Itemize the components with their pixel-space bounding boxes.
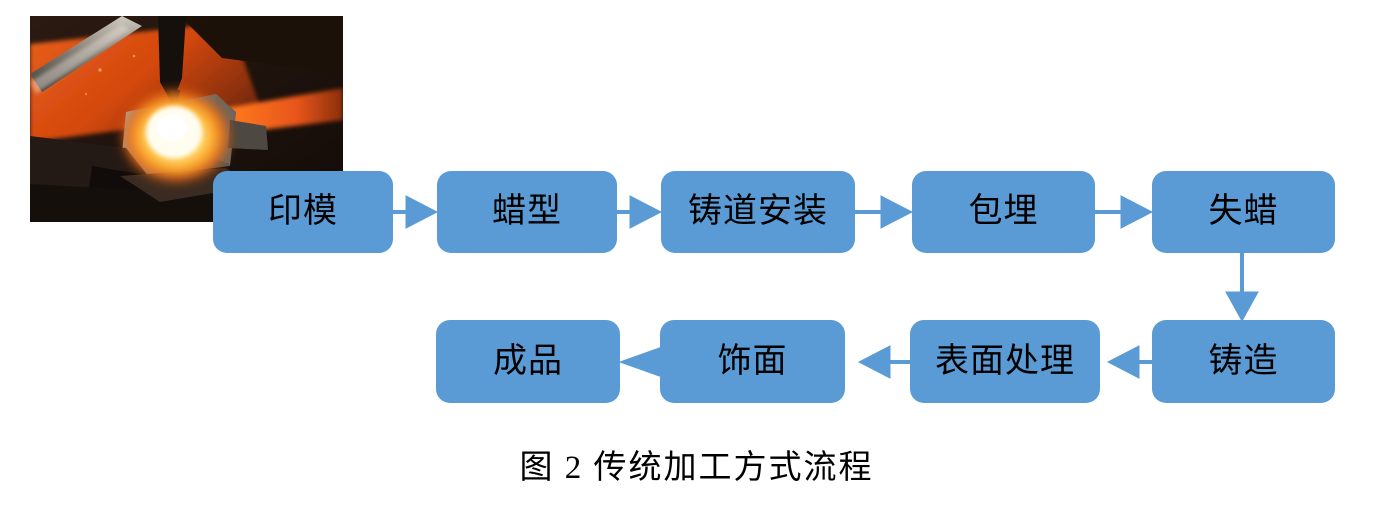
flow-node-zhudaoanzhuang[interactable]: 铸道安装 <box>661 171 855 253</box>
arrow-zhuzao-to-biaomianc <box>1106 345 1152 379</box>
arrow-baomai-to-shila <box>1095 195 1154 229</box>
flow-node-label: 包埋 <box>968 193 1039 230</box>
flow-node-label: 失蜡 <box>1208 193 1279 230</box>
flow-node-label: 印模 <box>268 193 338 230</box>
arrow-lawxing-to-zhudaoanz <box>617 195 663 229</box>
figure-caption: 图 2 传统加工方式流程 <box>519 450 874 486</box>
arrow-shila-to-zhuzao <box>1225 253 1259 323</box>
arrow-shimian-to-chengpin <box>618 345 666 379</box>
flow-node-chengpin[interactable]: 成品 <box>436 320 620 403</box>
flow-node-shila[interactable]: 失蜡 <box>1152 171 1335 253</box>
flow-node-label: 铸道安装 <box>688 193 828 230</box>
arrow-biaomianc-to-shimian <box>857 345 910 379</box>
flow-node-shimian[interactable]: 饰面 <box>660 320 845 403</box>
arrow-zhudaoanz-to-baomai <box>855 195 914 229</box>
flow-node-yinmo[interactable]: 印模 <box>213 171 393 253</box>
arrow-yinmo-to-lawxing <box>393 195 439 229</box>
flow-node-label: 饰面 <box>717 342 788 380</box>
flow-node-label: 铸造 <box>1208 342 1279 380</box>
flow-node-label: 蜡型 <box>492 193 562 230</box>
flow-node-label: 成品 <box>493 342 563 380</box>
flow-node-biaomianchuli[interactable]: 表面处理 <box>910 320 1100 403</box>
flow-node-laxing[interactable]: 蜡型 <box>437 171 617 253</box>
flow-node-label: 表面处理 <box>935 342 1075 380</box>
flow-node-zhuzao[interactable]: 铸造 <box>1152 320 1335 403</box>
flow-node-baomai[interactable]: 包埋 <box>912 171 1095 253</box>
